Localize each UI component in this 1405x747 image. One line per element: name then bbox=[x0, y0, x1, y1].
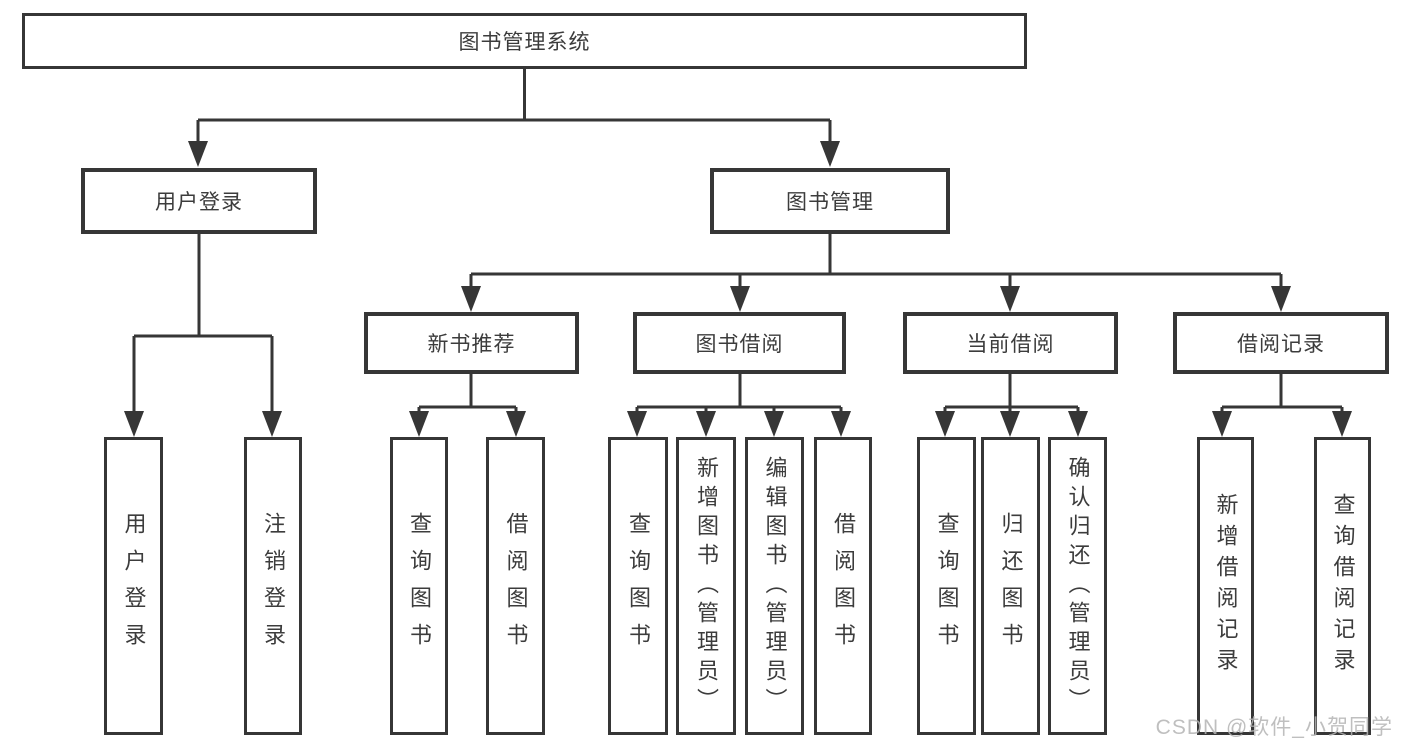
node-leaf-confirm-return-admin: 确认归还（管理员） bbox=[1048, 437, 1107, 735]
node-leaf-query-borrow-record: 查询借阅记录 bbox=[1314, 437, 1371, 735]
node-leaf-return-book: 归还图书 bbox=[981, 437, 1040, 735]
node-leaf-borrow-books-1: 借阅图书 bbox=[486, 437, 545, 735]
node-root-library-management-system: 图书管理系统 bbox=[22, 13, 1027, 69]
node-leaf-edit-book-admin: 编辑图书（管理员） bbox=[745, 437, 804, 735]
node-leaf-add-book-admin: 新增图书（管理员） bbox=[676, 437, 736, 735]
node-current-borrowing: 当前借阅 bbox=[903, 312, 1118, 374]
node-book-borrowing: 图书借阅 bbox=[633, 312, 846, 374]
node-leaf-user-login: 用户登录 bbox=[104, 437, 163, 735]
node-leaf-query-books-2: 查询图书 bbox=[608, 437, 668, 735]
csdn-watermark: CSDN @软件_小贺同学 bbox=[1155, 716, 1393, 739]
node-leaf-borrow-books-2: 借阅图书 bbox=[814, 437, 872, 735]
node-book-management: 图书管理 bbox=[710, 168, 950, 234]
node-leaf-logout: 注销登录 bbox=[244, 437, 302, 735]
node-leaf-query-books-3: 查询图书 bbox=[917, 437, 976, 735]
node-leaf-add-borrow-record: 新增借阅记录 bbox=[1197, 437, 1254, 735]
node-leaf-query-books-1: 查询图书 bbox=[390, 437, 448, 735]
node-user-login: 用户登录 bbox=[81, 168, 317, 234]
node-borrowing-records: 借阅记录 bbox=[1173, 312, 1389, 374]
node-new-book-recommendation: 新书推荐 bbox=[364, 312, 579, 374]
